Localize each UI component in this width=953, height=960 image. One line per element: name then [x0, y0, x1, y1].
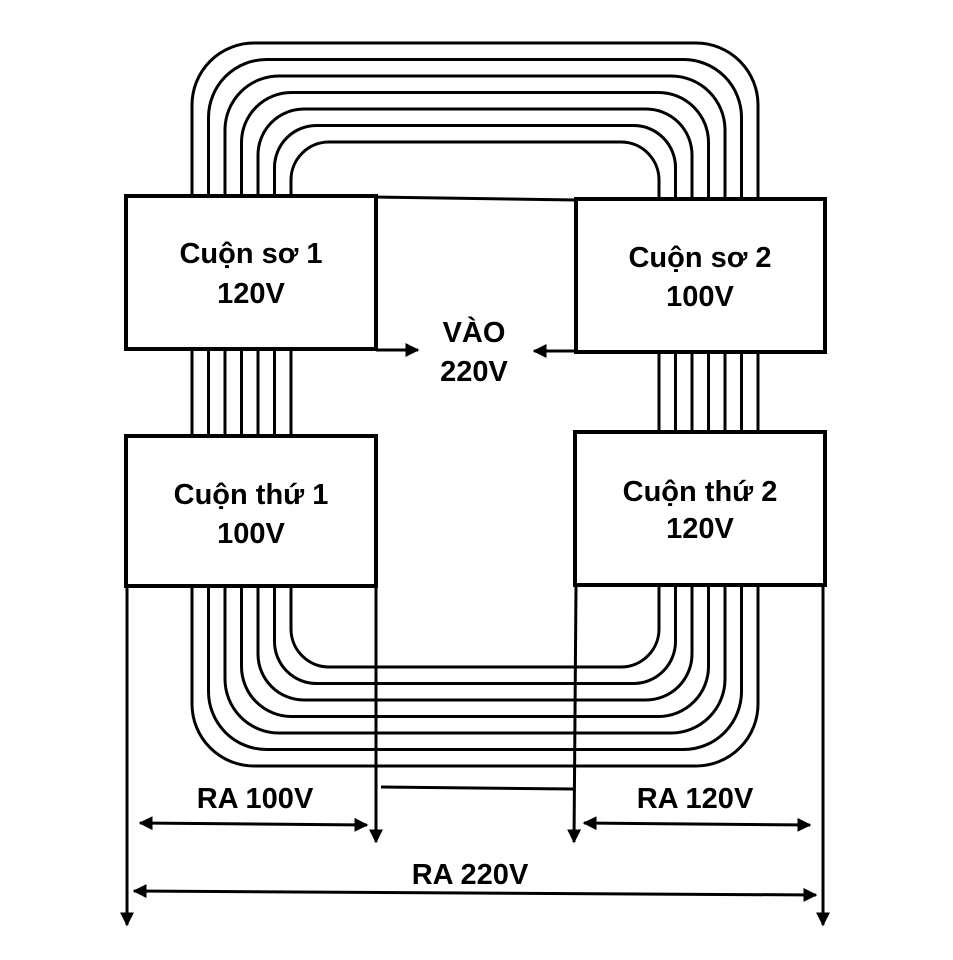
- output-100v-label: RA 100V: [197, 783, 314, 815]
- core-lamination-5: [256, 107, 694, 702]
- input-label: VÀO: [443, 315, 506, 349]
- primary-series-link: [375, 195, 577, 202]
- core-lamination-7: [289, 140, 661, 669]
- secondary-coil-2: Cuộn thứ 2 120V: [573, 430, 827, 587]
- core-lamination-4: [240, 91, 710, 718]
- output-120v-arrow: [582, 816, 812, 832]
- secondary-coil-1-name: Cuộn thứ 1: [174, 479, 329, 511]
- output-100v-arrow: [138, 816, 369, 832]
- primary-coil-2-voltage: 100V: [666, 281, 734, 313]
- output-220v-label: RA 220V: [412, 859, 529, 891]
- primary-coil-1-voltage: 120V: [217, 278, 285, 310]
- output-220v-arrow: [132, 884, 818, 902]
- core-lamination-1: [190, 41, 760, 768]
- primary-coil-2-name: Cuộn sơ 2: [628, 242, 771, 274]
- secondary-coil-2-name: Cuộn thứ 2: [623, 476, 778, 508]
- secondary-coil-2-voltage: 120V: [666, 513, 734, 545]
- primary-coil-1: Cuộn sơ 1 120V: [124, 194, 378, 351]
- core-lamination-3: [223, 74, 727, 735]
- core-lamination-2: [207, 58, 743, 751]
- output-120v-label: RA 120V: [637, 783, 754, 815]
- secondary-coil-1-voltage: 100V: [217, 518, 285, 550]
- secondary-series-link: [380, 785, 574, 791]
- transformer-core: [190, 41, 760, 768]
- output-lead-right-inner: [567, 585, 582, 844]
- secondary-coil-1: Cuộn thứ 1 100V: [124, 434, 378, 588]
- input-voltage: 220V: [440, 356, 508, 388]
- primary-coil-2: Cuộn sơ 2 100V: [574, 197, 827, 354]
- primary-coil-1-name: Cuộn sơ 1: [179, 238, 322, 270]
- core-lamination-6: [273, 124, 677, 685]
